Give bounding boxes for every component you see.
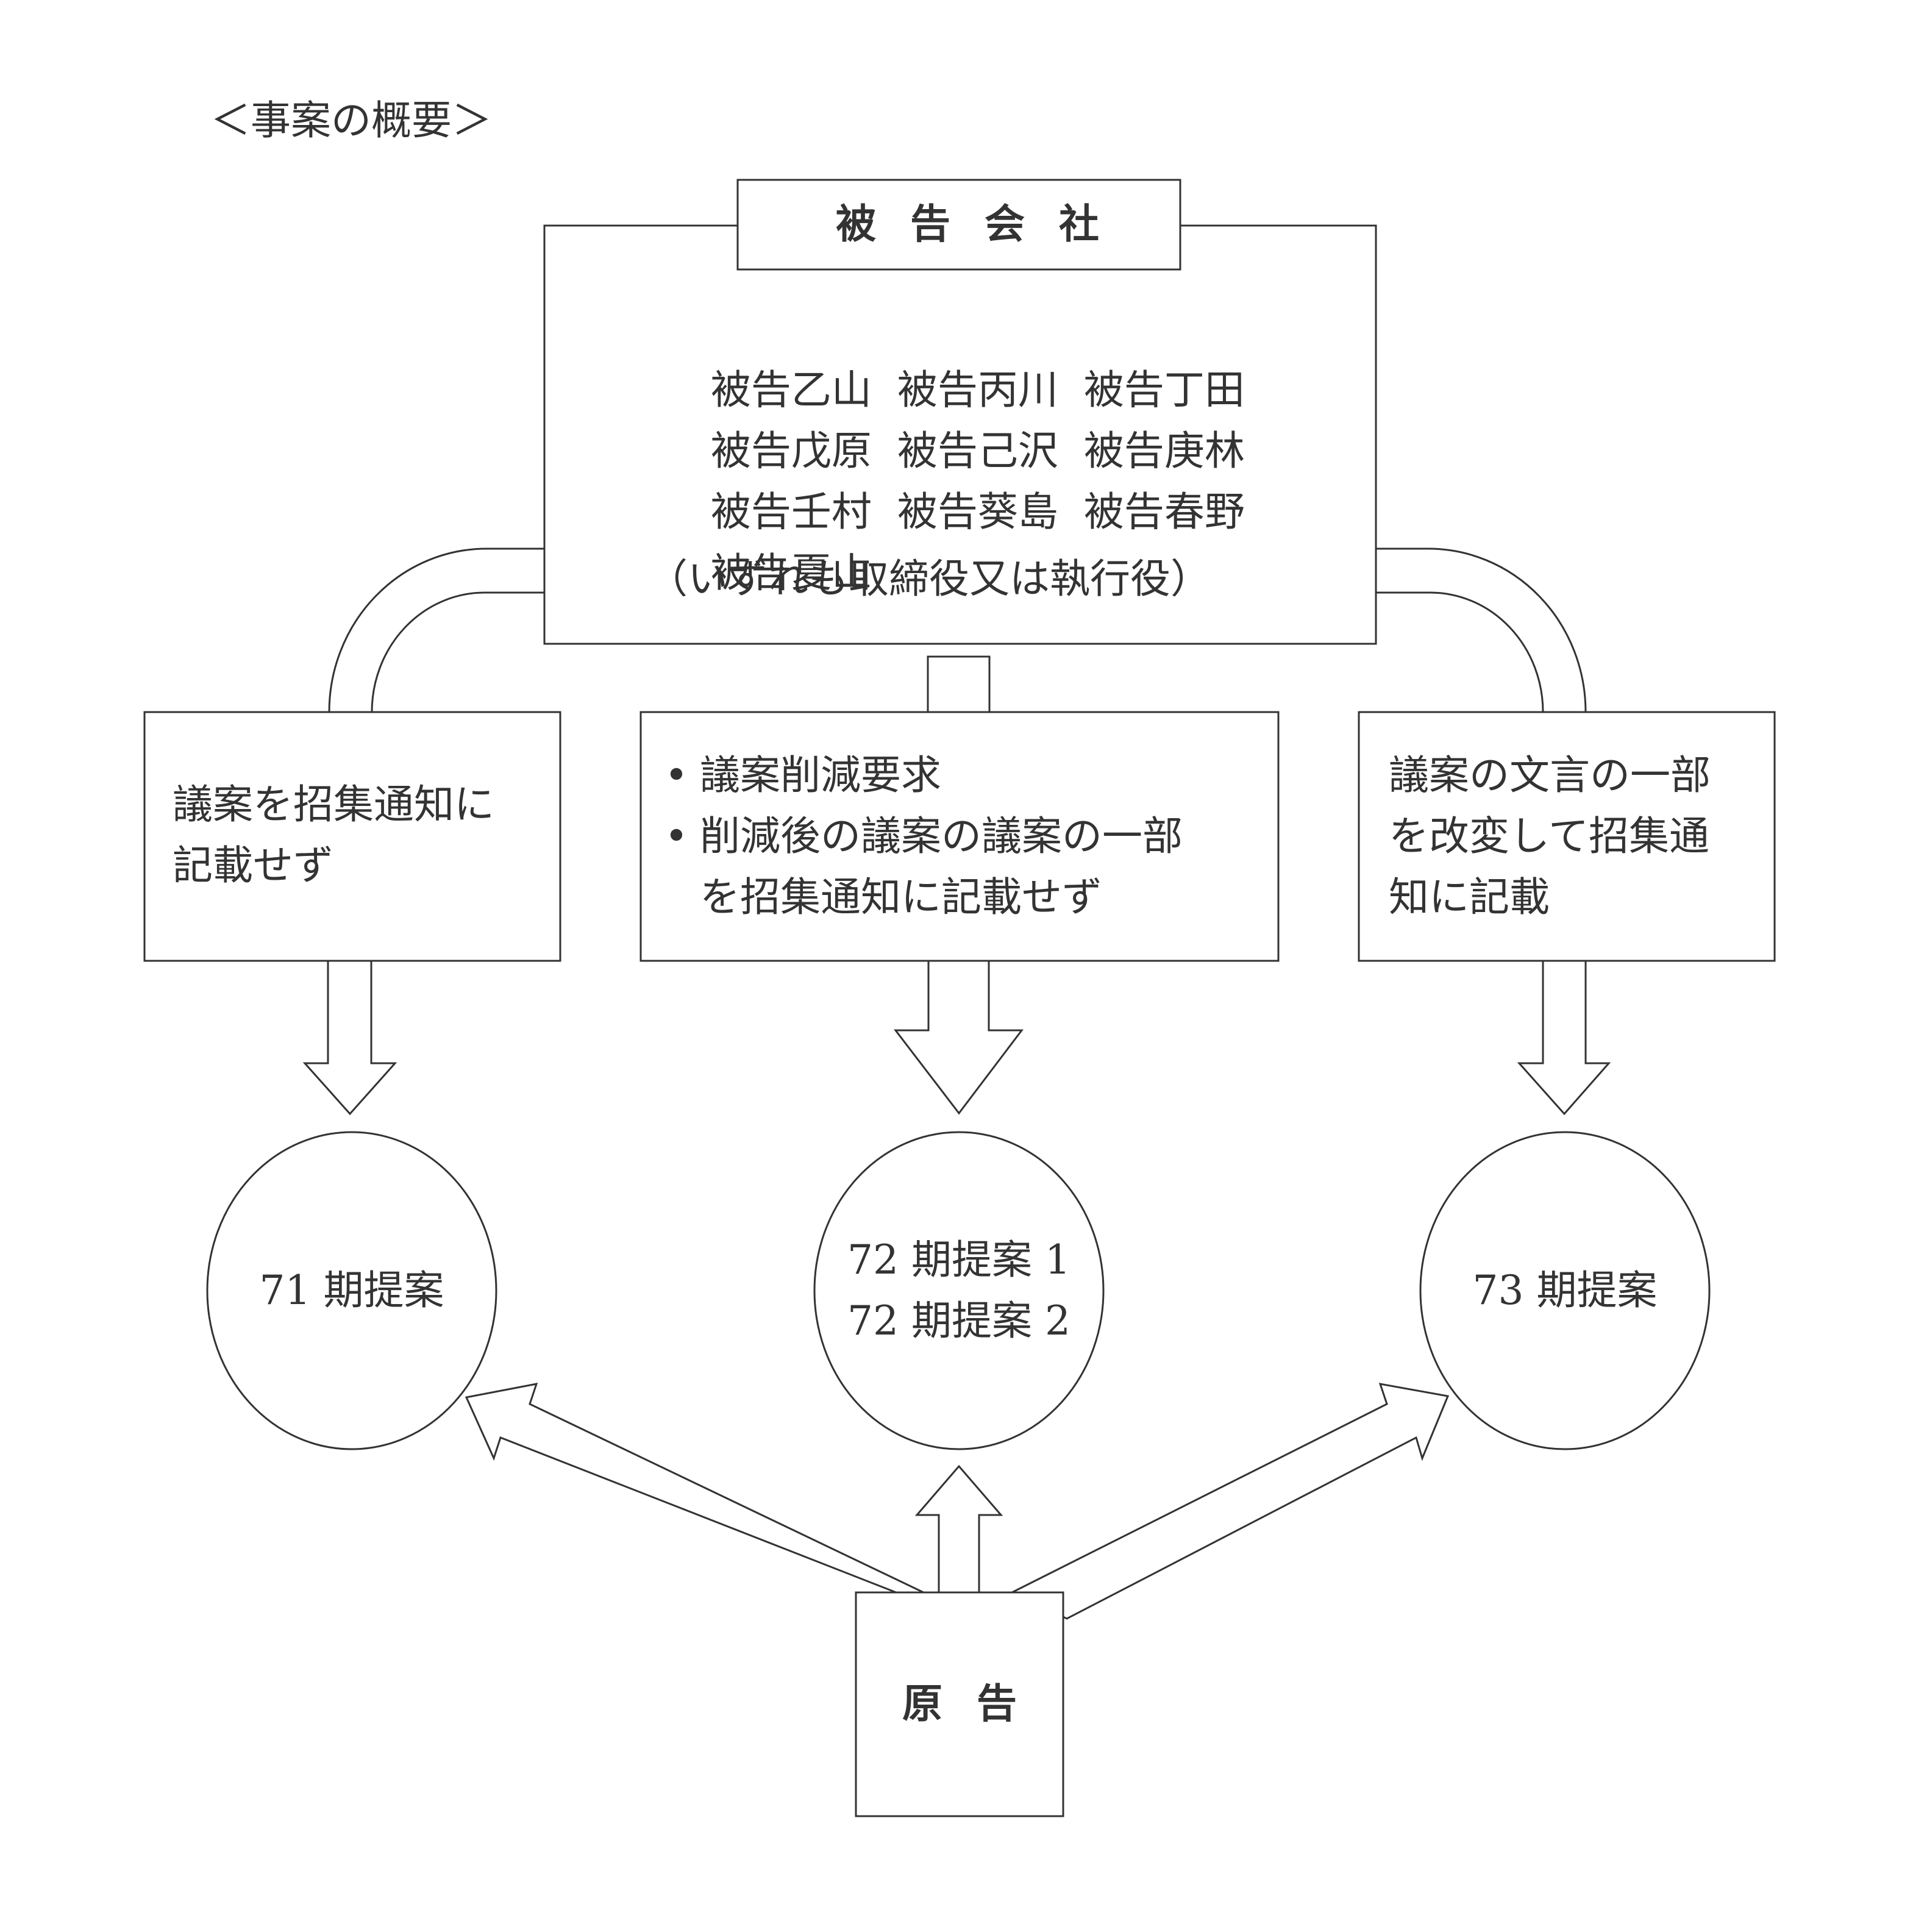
center-action-item: 削減後の議案の議案の一部 を招集通知に記載せず [664, 806, 1183, 928]
left-action-text: 議案を招集通知に 記載せず [173, 781, 494, 889]
company-title-box [736, 179, 1181, 271]
company-note: （いずれも取締役又は執行役） [647, 555, 1211, 602]
member-row: 被告乙山 被告丙川 被告丁田 [660, 299, 1330, 482]
member-name: 被告戊原 [710, 427, 872, 474]
proposal-71-circle [206, 1131, 497, 1450]
center-action-list: 議案削減要求 削減後の議案の議案の一部 を招集通知に記載せず [664, 745, 1183, 928]
left-down-arrow [302, 960, 397, 1116]
plaintiff-to-72-arrow [914, 1464, 1003, 1594]
proposal-73-circle [1419, 1131, 1711, 1450]
company-title: 被告会社 [836, 201, 1133, 248]
company-to-right-connector [1375, 547, 1587, 713]
member-name: 被告己沢 [897, 427, 1058, 474]
right-action-box [1358, 711, 1776, 962]
center-down-arrow [893, 960, 1024, 1115]
plaintiff-box [855, 1591, 1064, 1817]
diagram-heading: ＜事案の概要＞ [210, 97, 492, 144]
member-name: 被告夏山 [710, 549, 872, 596]
member-name: 被告乙山 [710, 366, 872, 413]
left-action-box [143, 711, 561, 962]
proposal-72-circle [813, 1131, 1105, 1450]
member-row: 被告壬村 被告葵島 被告春野 [660, 421, 1330, 604]
member-name: 被告葵島 [897, 488, 1058, 535]
member-name: 被告丁田 [1083, 366, 1245, 413]
right-down-arrow [1517, 960, 1611, 1116]
member-name: 被告壬村 [710, 488, 872, 535]
center-action-item: 議案削減要求 [664, 745, 1183, 806]
member-name: 被告丙川 [897, 366, 1058, 413]
plaintiff-to-71-arrow [465, 1383, 924, 1594]
plaintiff-label: 原告 [902, 1680, 1051, 1727]
right-action-text: 議案の文言の一部 を改変して招集通 知に記載 [1389, 752, 1711, 921]
proposal-71-label: 71 期提案 [259, 1267, 444, 1314]
member-row: 被告戊原 被告己沢 被告庚林 [660, 360, 1330, 543]
company-to-center-connector [927, 655, 991, 713]
proposal-73-label: 73 期提案 [1472, 1267, 1658, 1314]
member-name: 被告春野 [1083, 488, 1245, 535]
proposal-72-label: 72 期提案 1 72 期提案 2 [847, 1236, 1070, 1344]
company-box [543, 224, 1377, 645]
member-name: 被告庚林 [1083, 427, 1245, 474]
plaintiff-to-73-arrow [1010, 1383, 1450, 1620]
member-row: 被告夏山 [660, 482, 1330, 665]
company-to-left-connector [328, 547, 546, 713]
